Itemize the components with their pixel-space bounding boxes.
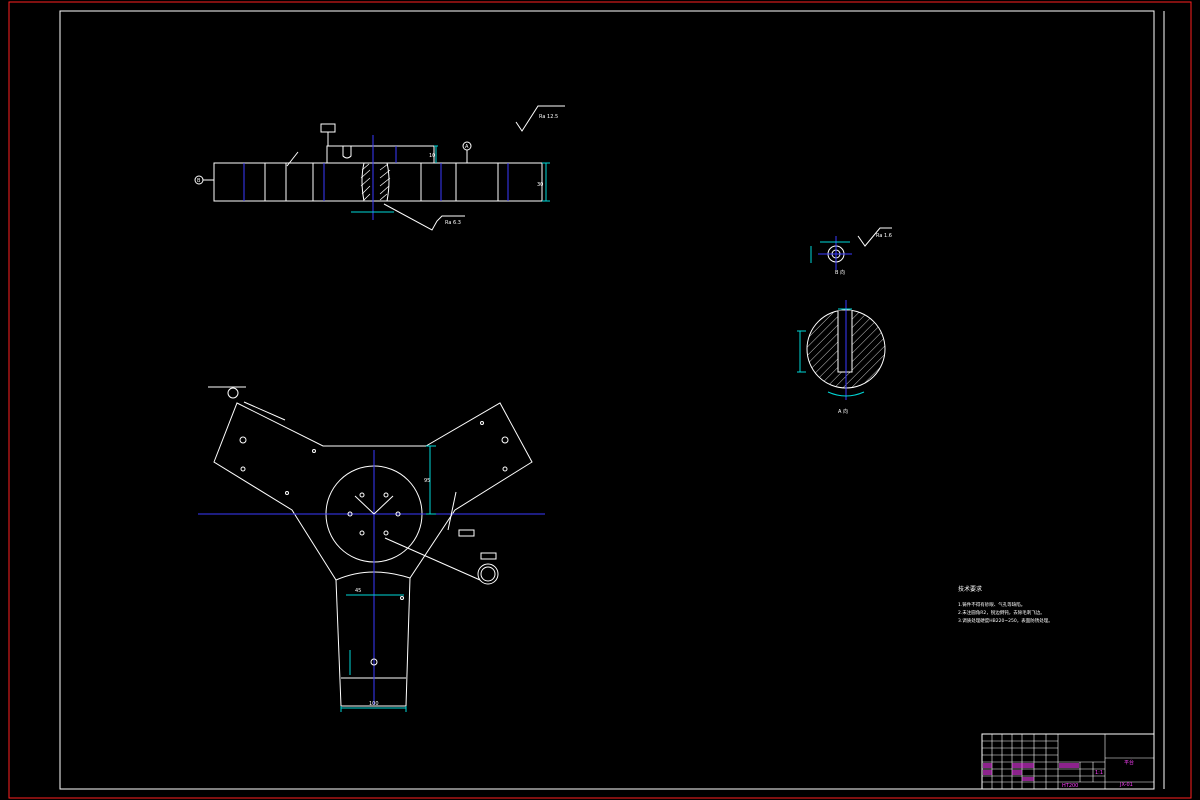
dim-height-text: 30 — [537, 182, 543, 188]
title-material: HT200 — [1062, 783, 1078, 789]
title-cell-fill-1 — [983, 763, 992, 768]
plan-lower-arm — [335, 577, 411, 707]
dim-vertical-text: 95 — [424, 478, 430, 484]
tolerance-frame-top — [320, 123, 336, 133]
roughness-detail-symbol — [857, 227, 892, 247]
dim-bottom-text: 100 — [369, 701, 379, 707]
plan-holes — [239, 421, 509, 666]
section-a-view: A 向 — [797, 300, 886, 415]
front-bolt-lines — [243, 146, 509, 201]
datum-b-text: B — [197, 178, 201, 184]
notes-line-1: 1.铸件不得有砂眼、气孔等缺陷。 — [958, 601, 1025, 608]
front-hole-hatch — [360, 163, 391, 201]
title-scale: 1:1 — [1095, 770, 1103, 776]
roughness-main-symbol — [515, 105, 565, 132]
roughness-hole-text: Ra 6.3 — [445, 220, 461, 226]
plan-callout-circle-top — [227, 387, 239, 399]
section-a-caption: A 向 — [838, 408, 848, 415]
plan-view: 95 100 45 — [198, 386, 545, 712]
title-block-frame — [981, 733, 1155, 790]
roughness-main-text: Ra 12.5 — [539, 114, 558, 120]
section-a-slot — [837, 310, 853, 373]
front-view: 30 10 Ra 12.5 A B Ra 6.3 — [194, 105, 565, 231]
notes-line-2: 2.未注圆角R2，锐边倒钝，去除毛刺飞边。 — [958, 609, 1045, 616]
plan-tolerance-box — [458, 529, 475, 537]
notes-line-3: 3.调质处理硬度HB220~250，表面防锈处理。 — [958, 617, 1053, 624]
plan-callout-ring-inner — [480, 566, 496, 582]
roughness-detail-text: Ra 1.6 — [876, 233, 892, 239]
front-boss — [326, 145, 435, 163]
dim-arm-text: 45 — [355, 588, 361, 594]
plan-callout-ring-outer — [477, 563, 499, 585]
front-plate — [213, 162, 543, 202]
title-drawing-no: JX-01 — [1119, 782, 1133, 788]
title-block: 平台 JX-01 1:1 HT200 — [981, 733, 1155, 790]
detail-b-caption: B 向 — [835, 269, 845, 276]
front-keyway — [342, 146, 352, 159]
front-center-hole — [361, 162, 390, 202]
roughness-hole-symbol — [383, 203, 465, 231]
datum-a-text: A — [465, 144, 469, 150]
technical-notes: 技术要求 1.铸件不得有砂眼、气孔等缺陷。 2.未注圆角R2，锐边倒钝，去除毛刺… — [958, 585, 1053, 624]
drawing-frame — [59, 10, 1155, 790]
outer-border — [8, 1, 1192, 799]
detail-b-view: Ra 1.6 B 向 — [810, 227, 892, 276]
dim-step-text: 10 — [429, 153, 435, 159]
notes-title: 技术要求 — [958, 585, 982, 593]
plan-outline — [213, 402, 533, 581]
title-part-name: 平台 — [1124, 759, 1134, 766]
